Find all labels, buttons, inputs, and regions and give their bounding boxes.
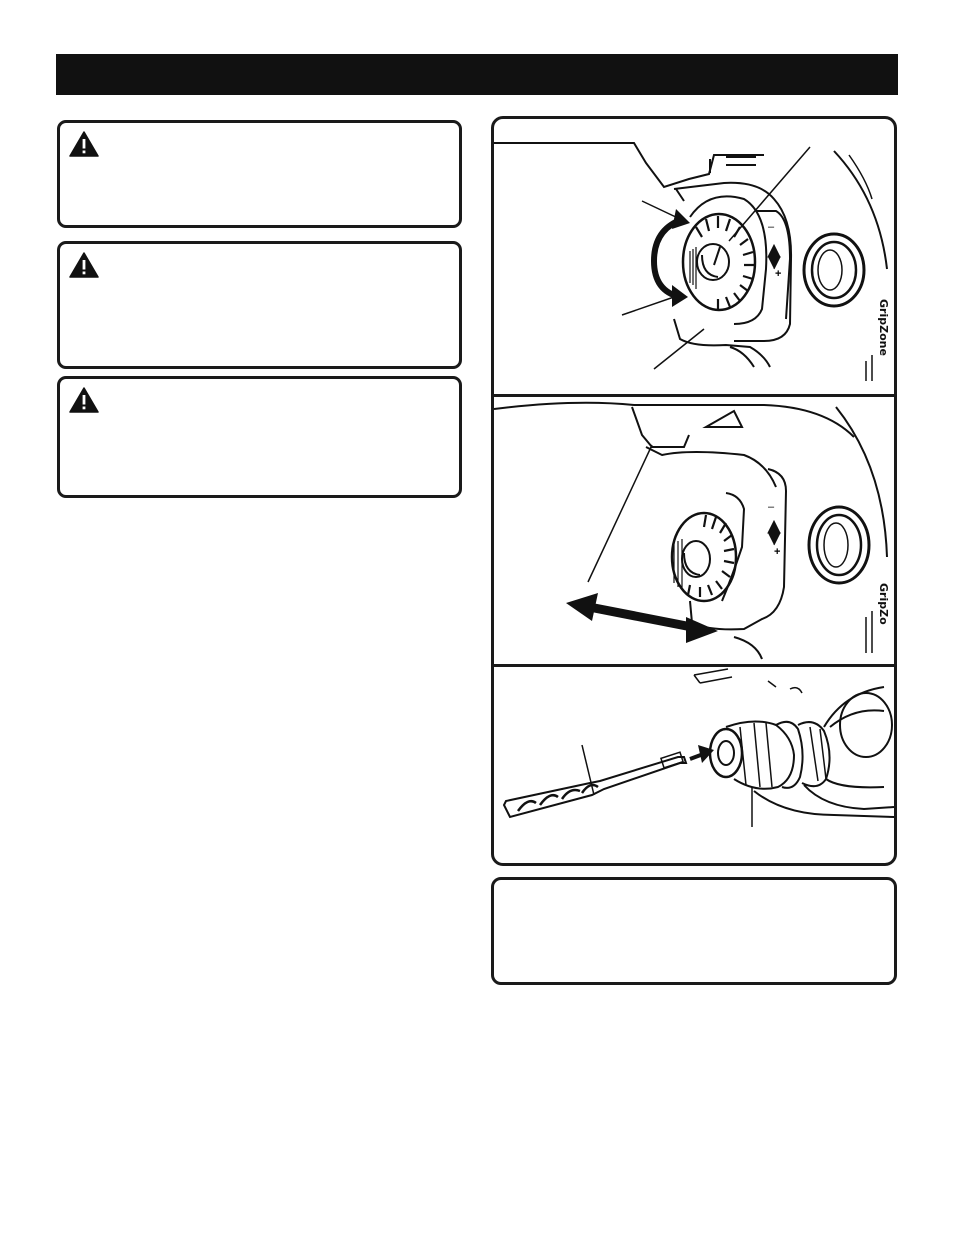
figure-divider-1	[494, 394, 894, 397]
warning-box-3	[57, 376, 462, 498]
figure-divider-2	[494, 664, 894, 667]
section-header-bar	[56, 54, 898, 95]
figure-3-drawing	[502, 668, 894, 827]
dial-plus-mark-2: +	[774, 546, 780, 558]
warning-box-1	[57, 120, 462, 228]
brand-text-grip-zone-2: GripZo	[877, 583, 890, 625]
figure-2-slide-direction: – + GripZo	[494, 397, 894, 664]
figure-2-drawing: – + GripZo	[494, 401, 890, 660]
warning-triangle-icon	[69, 252, 99, 278]
note-box	[491, 877, 897, 985]
dial-minus-mark-2: –	[768, 501, 775, 513]
dial-minus-mark: –	[768, 221, 775, 233]
brand-text-grip-zone: GripZone	[877, 299, 890, 356]
dial-plus-mark: +	[775, 268, 781, 280]
figure-panel: – + GripZone	[491, 116, 897, 866]
warning-triangle-icon	[69, 387, 99, 413]
warning-box-2	[57, 241, 462, 369]
figure-1-dial-rotation: – + GripZone	[494, 119, 894, 394]
figure-3-bit-insertion	[494, 667, 894, 863]
warning-triangle-icon	[69, 131, 99, 157]
figure-1-drawing: – + GripZone	[494, 142, 890, 381]
